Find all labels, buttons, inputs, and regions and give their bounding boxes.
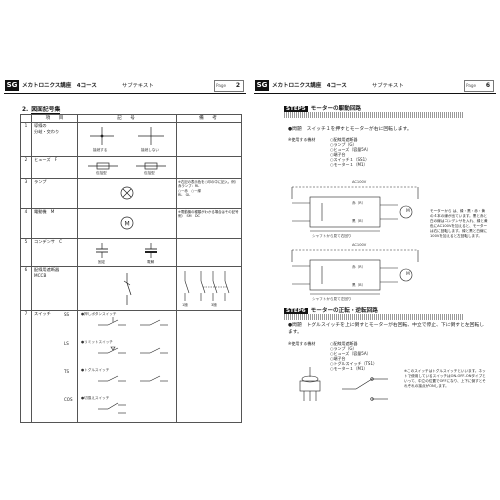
header-note: 備 考	[176, 114, 242, 123]
table-row: 5 コンデンサ C 固定 電解	[20, 238, 242, 267]
step6-underline	[284, 314, 464, 320]
page-label: Page	[466, 83, 477, 88]
wire-junction-diagram	[90, 127, 164, 145]
section-heading: 2.図面記号集	[22, 104, 61, 114]
ac-label-1: AC100V	[352, 180, 367, 184]
table-row: 2 ヒューズ F 包括型 包括型	[20, 156, 242, 179]
motor-symbol: M	[120, 216, 134, 230]
page-header: SG メカトロニクス講座 4コース サブテキスト Page 2	[4, 79, 246, 94]
logo: SG	[255, 80, 269, 91]
toggle-switch-note: ※このスイッチはトグルスイッチといいます。ネットで使用しているスイッチはON-O…	[404, 369, 486, 388]
page-number: 2	[235, 82, 240, 89]
section-title: 図面記号集	[31, 107, 61, 114]
motor-circuit-diagram-1	[291, 186, 419, 232]
section-number: 2.	[22, 107, 29, 113]
course-title: メカトロニクス講座 4コース	[22, 83, 97, 89]
step6-label: STEP6	[284, 308, 308, 314]
left-page: SG メカトロニクス講座 4コース サブテキスト Page 2 2.図面記号集 …	[4, 79, 246, 489]
header-symbol: 記 号	[77, 114, 177, 123]
parts-list-2: ○配線用遮断器 ○ランプ（G） ○ヒューズ（容量5A） ○端子台 ○トグルスイッ…	[330, 341, 378, 371]
question-2: ●問題 トグルスイッチを上に倒すとモーターが右回転、中立で停止、下に倒すと左回転…	[288, 323, 485, 335]
motor-label-1: M	[406, 209, 410, 214]
page-number-box: Page 6	[464, 80, 494, 92]
wire-red-1: 赤（R）	[352, 201, 366, 205]
parts-label-2: ※使用する機材	[288, 341, 316, 346]
switch-symbols	[98, 317, 168, 414]
question-1: ●問題 スイッチ１を押すとモーターが右に回転します。	[288, 127, 412, 132]
page-number-box: Page 2	[214, 80, 244, 92]
header-item: 項 目	[31, 114, 78, 123]
page-label: Page	[216, 83, 227, 88]
page-number: 6	[485, 82, 490, 89]
text-name: サブテキスト	[372, 83, 404, 89]
symbol-table: 項 目 記 号 備 考 1 導線の 分岐・交わり 接続する 接続しない	[20, 114, 242, 423]
motor-circuit-diagram-2	[291, 249, 419, 295]
table-row: 1 導線の 分岐・交わり 接続する 接続しない	[20, 122, 242, 157]
capacitor-symbol	[96, 243, 157, 258]
parts-list-1: ○配線用遮断器 ○ランプ（G） ○ヒューズ（容量5A） ○端子台 ○スイッチ１（…	[330, 137, 371, 167]
breaker-pole-symbols	[184, 271, 230, 301]
caption-ccw: シャフトから見て左回り	[312, 297, 352, 301]
course-title: メカトロニクス講座 4コース	[272, 83, 347, 89]
step6-title: モーターの正転・逆転回路	[310, 308, 378, 314]
wire-black-1: 黒（B）	[352, 219, 366, 223]
step5-title: モーターの駆動回路	[310, 106, 362, 112]
parts-label-1: ※使用する機材	[288, 137, 316, 142]
toggle-switch-illustration	[299, 367, 321, 401]
breaker-symbol	[123, 273, 132, 305]
logo: SG	[5, 80, 19, 91]
table-row: 7 スイッチ SS LS TS COS ●押しボタンスイッチ ●リミットスイッチ…	[20, 310, 242, 423]
step5-underline	[284, 112, 464, 118]
lamp-symbol	[120, 186, 134, 200]
wire-black-2: 黒（B）	[352, 283, 366, 287]
page-header: SG メカトロニクス講座 4コース サブテキスト Page 6	[254, 79, 496, 94]
table-row: 3 ランプ ※右記の表示色を○印の中に記入。例）赤ランプ：RL ○ー赤 ○ー緑 …	[20, 178, 242, 209]
motor-label-2: M	[406, 272, 410, 277]
text-name: サブテキスト	[122, 83, 154, 89]
step5-label: STEP5	[284, 106, 308, 112]
wire-red-2: 赤（R）	[352, 265, 366, 269]
ac-label-2: AC100V	[352, 243, 367, 247]
svg-text:M: M	[125, 221, 130, 228]
fuse-symbol	[88, 162, 166, 170]
toggle-switch-symbol	[342, 377, 388, 401]
wire-junction-symbols: 接続する 接続しない	[77, 122, 177, 157]
caption-cw: シャフトから見て右回り	[312, 234, 352, 238]
motor-wire-note: モーターから は、緑・黒・赤・黄の４本の線が出ています。黒と赤と白の線はコンデン…	[430, 209, 488, 238]
table-row: 6 配線用遮断器 MCCB	[20, 266, 242, 311]
table-header-row: 項 目 記 号 備 考	[20, 114, 242, 123]
table-row: 4 電動機 M M ※電動機の種類がわかる場合はその記号 例） SM DC	[20, 208, 242, 239]
